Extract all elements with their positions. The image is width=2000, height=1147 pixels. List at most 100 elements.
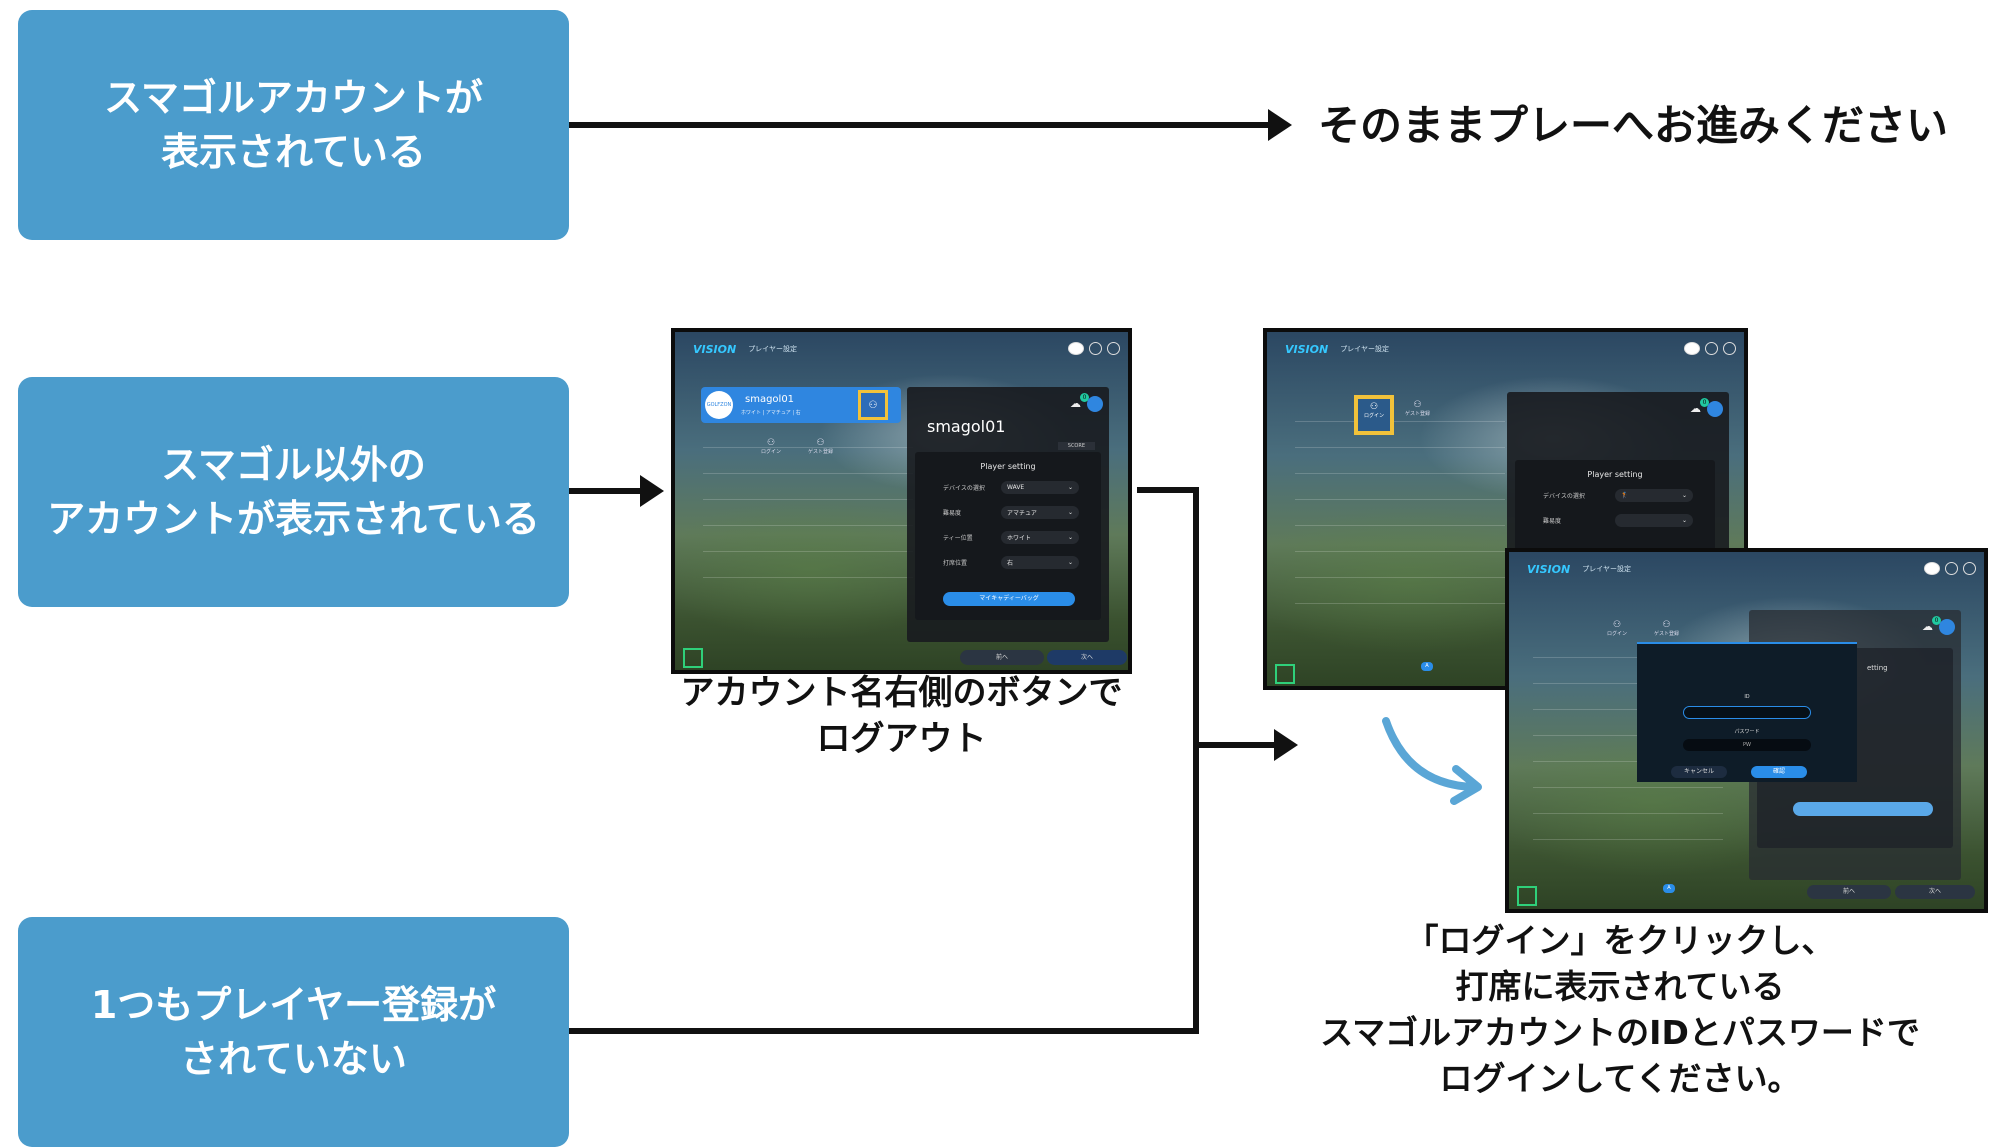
id-label: ID xyxy=(1744,694,1750,700)
difficulty-select[interactable]: アマチュア⌄ xyxy=(1001,506,1079,519)
app-logo: VISION xyxy=(693,342,737,356)
case1-line2: 表示されている xyxy=(161,130,426,174)
player-setting-title: Player setting xyxy=(980,462,1036,471)
curved-arrow-icon xyxy=(1382,717,1482,805)
gear-icon[interactable] xyxy=(1705,342,1718,355)
login-dialog: ID パスワード PW キャンセル 確認 xyxy=(1637,642,1857,782)
case3-line2: されていない xyxy=(180,1037,407,1081)
case1-line1: スマゴルアカウントが xyxy=(104,76,483,120)
arrow-case1-head xyxy=(1268,109,1292,141)
page-dot: A xyxy=(1421,662,1433,671)
profile-icon[interactable] xyxy=(1684,342,1700,355)
login-item[interactable]: ⚇ ログイン xyxy=(1607,620,1628,637)
account-row[interactable]: GOLFZON smagol01 ホワイト | アマチュア | 右 ⚇ xyxy=(701,387,901,423)
cloud-icon[interactable]: ☁ xyxy=(1070,397,1081,410)
cloud-icon[interactable]: ☁ xyxy=(1690,402,1701,415)
case2-box: スマゴル以外の アカウントが表示されている xyxy=(18,377,569,607)
setting-row: 難易度⌄ xyxy=(1515,508,1715,533)
exit-icon[interactable] xyxy=(1107,342,1120,355)
device-select[interactable]: 🏌⌄ xyxy=(1615,489,1693,502)
arrow-case3-line xyxy=(569,1028,1199,1034)
connector-vertical xyxy=(1193,487,1199,1034)
setting-row: 難易度アマチュア⌄ xyxy=(915,500,1101,525)
stance-select[interactable]: 右⌄ xyxy=(1001,556,1079,569)
user-circle-icon[interactable] xyxy=(1939,619,1955,635)
user-circle-icon[interactable] xyxy=(1707,401,1723,417)
notify-badge: 0 xyxy=(1700,398,1709,407)
login-icon: ⚇ xyxy=(1369,402,1379,412)
prev-button[interactable]: 前へ xyxy=(1807,885,1891,899)
cancel-button[interactable]: キャンセル xyxy=(1671,766,1727,778)
person-icon: ⚇ xyxy=(868,399,878,411)
caption-logout: アカウント名右側のボタンで ログアウト xyxy=(671,670,1132,762)
setting-row: 打席位置右⌄ xyxy=(915,550,1101,575)
panel-title: smagol01 xyxy=(927,417,1006,436)
scorecard-icon[interactable] xyxy=(1517,886,1537,906)
exit-icon[interactable] xyxy=(1723,342,1736,355)
guest-icon: ⚇ xyxy=(1662,620,1671,630)
next-button[interactable]: 次へ xyxy=(1047,650,1127,665)
arrow-case1-line xyxy=(569,122,1269,128)
player-panel: smagol01 SCORE ☁ 0 Player setting デバイスの選… xyxy=(907,387,1109,642)
profile-icon[interactable] xyxy=(1068,342,1084,355)
difficulty-select[interactable]: ⌄ xyxy=(1615,514,1693,527)
caption-login-line4: ログインしてください。 xyxy=(1439,1059,1801,1098)
breadcrumb: プレイヤー設定 xyxy=(748,345,797,353)
mycaddie-button[interactable] xyxy=(1793,802,1933,816)
caption-logout-line2: ログアウト xyxy=(816,719,987,759)
setting-partial-title: etting xyxy=(1867,664,1888,672)
login-button-highlighted[interactable]: ⚇ ログイン xyxy=(1354,395,1394,435)
profile-icon[interactable] xyxy=(1924,562,1940,575)
score-tag: SCORE xyxy=(1057,442,1095,450)
setting-row: ティー位置ホワイト⌄ xyxy=(915,525,1101,550)
scorecard-icon[interactable] xyxy=(683,648,703,668)
user-circle-icon[interactable] xyxy=(1087,396,1103,412)
pw-label: パスワード xyxy=(1734,729,1760,735)
caption-login: 「ログイン」をクリックし、 打席に表示されている スマゴルアカウントのIDとパス… xyxy=(1300,918,1940,1102)
guest-item[interactable]: ⚇ ゲスト登録 xyxy=(1405,400,1431,417)
page-dot: A xyxy=(1663,884,1675,893)
case1-box: スマゴルアカウントが 表示されている xyxy=(18,10,569,240)
arrow-login-line xyxy=(1193,742,1275,748)
cloud-icon[interactable]: ☁ xyxy=(1922,620,1933,633)
arrow-case2-head xyxy=(640,475,664,507)
account-sub: ホワイト | アマチュア | 右 xyxy=(741,410,801,416)
tee-select[interactable]: ホワイト⌄ xyxy=(1001,531,1079,544)
notify-badge: 0 xyxy=(1080,393,1089,402)
arrow-login-head xyxy=(1274,729,1298,761)
login-icon: ⚇ xyxy=(766,438,776,448)
gear-icon[interactable] xyxy=(1945,562,1958,575)
screenshot-login-dialog: VISION プレイヤー設定 ⚇ ログイン ⚇ ゲスト登録 ☁ 0 etting… xyxy=(1505,548,1988,913)
case2-line1: スマゴル以外の xyxy=(161,443,426,487)
pw-input[interactable]: PW xyxy=(1683,739,1811,751)
device-select[interactable]: WAVE⌄ xyxy=(1001,481,1079,494)
id-input[interactable] xyxy=(1683,706,1811,719)
mycaddie-button[interactable]: マイキャディーバッグ xyxy=(943,592,1075,606)
scorecard-icon[interactable] xyxy=(1275,664,1295,684)
prev-button[interactable]: 前へ xyxy=(960,650,1044,665)
player-setting-title: Player setting xyxy=(1587,470,1643,479)
next-button[interactable]: 次へ xyxy=(1895,885,1975,899)
logout-button[interactable]: ⚇ xyxy=(858,390,888,420)
login-icon: ⚇ xyxy=(1612,620,1622,630)
guest-item[interactable]: ⚇ ゲスト登録 xyxy=(808,438,834,455)
case3-box: 1つもプレイヤー登録が されていない xyxy=(18,917,569,1147)
arrow-case2-line xyxy=(569,488,641,494)
exit-icon[interactable] xyxy=(1963,562,1976,575)
caption-login-line2: 打席に表示されている xyxy=(1455,967,1785,1006)
account-name: smagol01 xyxy=(745,394,795,405)
login-item[interactable]: ⚇ ログイン xyxy=(761,438,782,455)
result-text: そのままプレーへお進みください xyxy=(1318,101,1949,150)
guest-icon: ⚇ xyxy=(816,438,825,448)
connector-top xyxy=(1137,487,1199,493)
caption-logout-line1: アカウント名右側のボタンで xyxy=(680,673,1123,713)
caption-login-line1: 「ログイン」をクリックし、 xyxy=(1405,921,1835,960)
case2-line2: アカウントが表示されている xyxy=(47,497,540,541)
gear-icon[interactable] xyxy=(1089,342,1102,355)
caption-login-line3: スマゴルアカウントのIDとパスワードで xyxy=(1320,1013,1920,1052)
guest-icon: ⚇ xyxy=(1413,400,1422,410)
confirm-button[interactable]: 確認 xyxy=(1751,766,1807,778)
guest-item[interactable]: ⚇ ゲスト登録 xyxy=(1654,620,1680,637)
